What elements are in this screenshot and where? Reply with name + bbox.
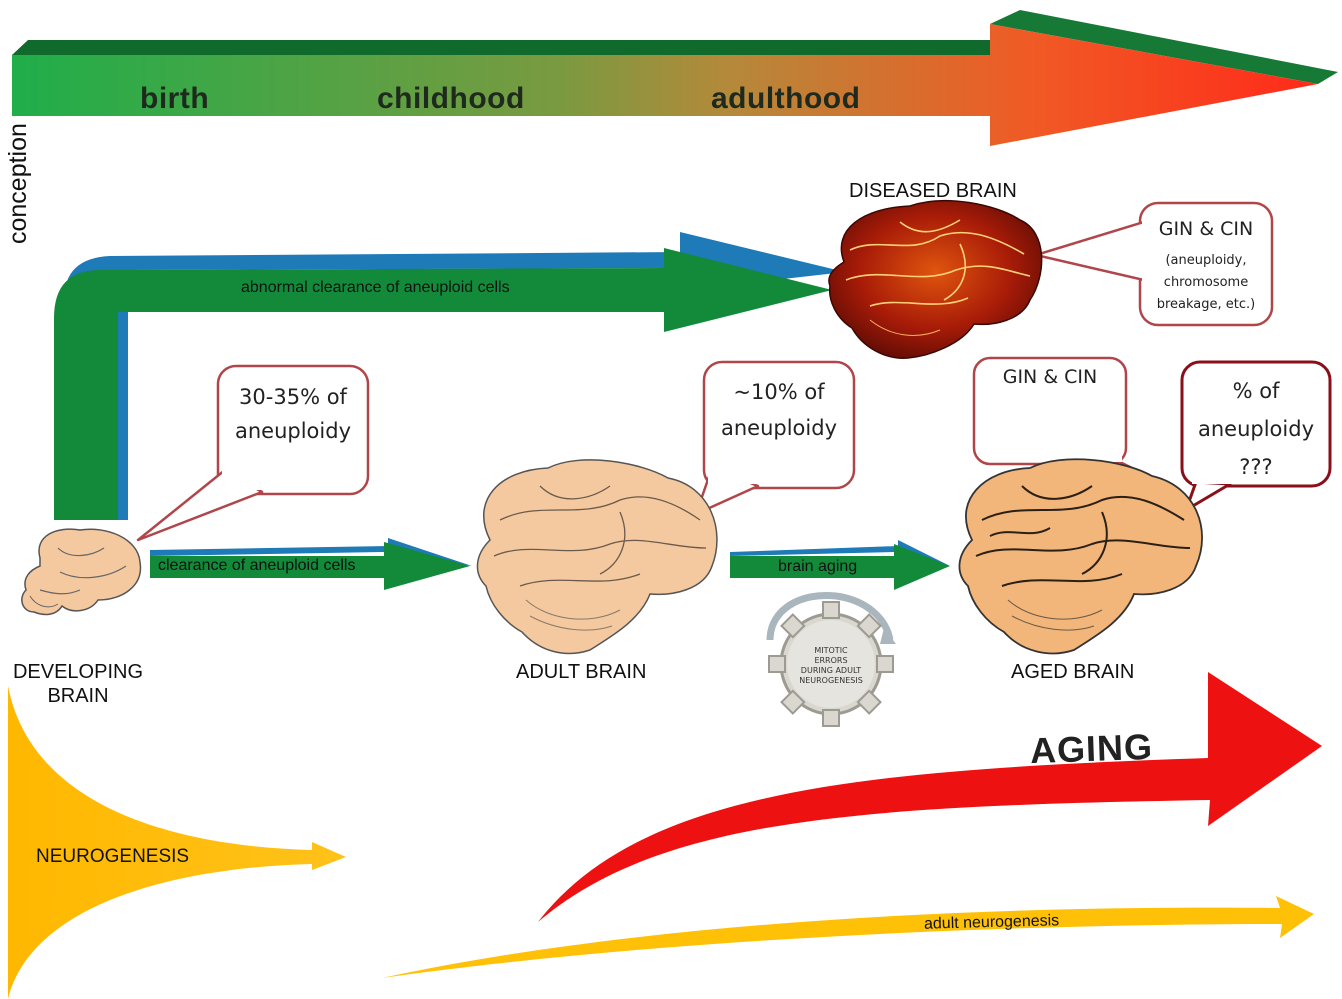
bubble-adult [694, 360, 856, 516]
developing-brain-title: DEVELOPING BRAIN [12, 661, 144, 707]
adult-neurogenesis-label: adult neurogenesis [923, 912, 1060, 933]
timeline-arrow [12, 10, 1338, 146]
brain-aging-label: brain aging [778, 558, 858, 575]
timeline-label-birth: birth [140, 82, 210, 115]
bubble-aged-percent [1180, 360, 1332, 512]
gear-text-line-2: ERRORS [814, 656, 848, 665]
bubble-developing-line-1: 30-35% of [239, 385, 347, 409]
bubble-aged-percent-text: % of aneuploidy ??? [1182, 372, 1330, 486]
bubble-adult-text: ~10% of aneuploidy [704, 374, 854, 446]
bubble-aged-gin-text: GIN & CIN [1002, 366, 1098, 388]
abnormal-clearance-arrow [54, 232, 845, 520]
developing-brain-image [21, 528, 142, 616]
aging-arrow [538, 672, 1322, 922]
abnormal-clearance-label: abnormal clearance of aneuploid cells [241, 279, 510, 296]
neurogenesis-label: NEUROGENESIS [36, 846, 190, 867]
adult-neurogenesis-arrow [382, 896, 1314, 978]
bubble-diseased-detail-1: (aneuploidy, [1165, 253, 1247, 268]
diseased-brain-image [828, 200, 1043, 359]
bubble-diseased-text: GIN & CIN (aneuploidy, chromosome breaka… [1140, 216, 1272, 316]
neurogenesis-fan [8, 686, 346, 999]
bubble-diseased [1034, 201, 1274, 327]
bubble-aged-percent-line-1: % of [1232, 379, 1280, 403]
timeline-label-adulthood: adulthood [711, 82, 861, 115]
gear-text-line-1: MITOTIC [814, 646, 848, 655]
bubble-adult-line-1: ~10% of [733, 380, 825, 404]
aging-label: AGING [1029, 725, 1154, 772]
aged-brain-title: AGED BRAIN [1011, 661, 1135, 683]
bubble-adult-line-2: aneuploidy [720, 416, 837, 440]
gear-text-line-4: NEUROGENESIS [799, 676, 863, 685]
gear-icon [766, 591, 896, 727]
gear-text: MITOTIC ERRORS DURING ADULT NEUROGENESIS [790, 646, 872, 686]
adult-brain-image [476, 459, 718, 655]
bubble-aged-percent-line-3: ??? [1239, 455, 1273, 479]
timeline-label-childhood: childhood [377, 82, 525, 115]
bubble-developing-text: 30-35% of aneuploidy [218, 380, 368, 448]
diseased-brain-title: DISEASED BRAIN [849, 180, 1017, 202]
brain-aging-arrow [730, 540, 950, 590]
aged-brain-image [958, 458, 1203, 655]
bubble-diseased-detail-3: breakage, etc.) [1156, 297, 1256, 312]
bubble-diseased-title: GIN & CIN [1158, 218, 1254, 240]
adult-brain-title: ADULT BRAIN [516, 661, 647, 683]
conception-label: conception [4, 123, 32, 244]
bubble-developing [136, 364, 370, 542]
clearance-arrow [150, 538, 472, 590]
clearance-label: clearance of aneuploid cells [158, 557, 356, 574]
gear-text-line-3: DURING ADULT [800, 666, 862, 675]
bubble-developing-line-2: aneuploidy [234, 419, 351, 443]
bubble-aged-percent-line-2: aneuploidy [1197, 417, 1314, 441]
bubble-diseased-detail-2: chromosome [1163, 275, 1249, 290]
